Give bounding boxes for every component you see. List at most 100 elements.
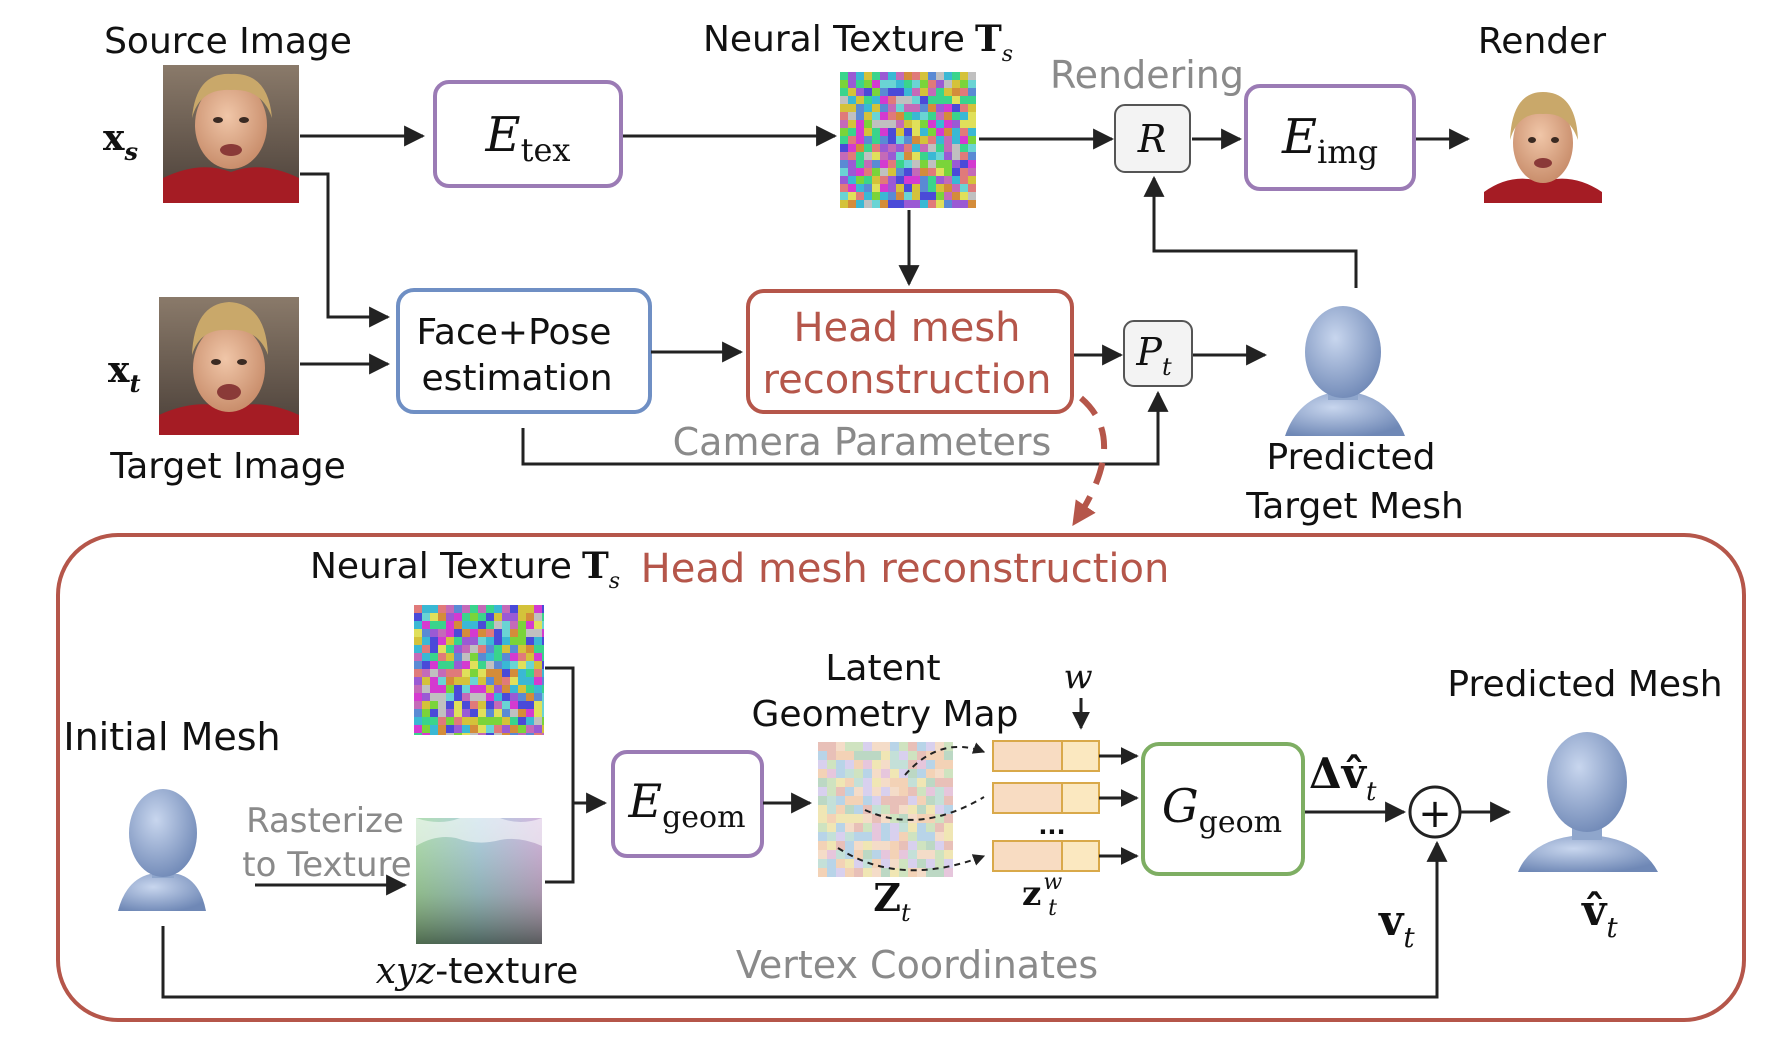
texture-cell xyxy=(836,814,845,823)
eimg-label: Eimg xyxy=(1281,109,1378,171)
predicted-mesh-image xyxy=(1518,732,1658,872)
texture-cell xyxy=(827,760,836,769)
texture-cell xyxy=(840,176,848,184)
texture-cell xyxy=(968,136,976,144)
texture-cell xyxy=(888,160,896,168)
texture-cell xyxy=(920,96,928,104)
texture-cell xyxy=(952,176,960,184)
texture-cell xyxy=(526,613,534,621)
texture-cell xyxy=(486,629,494,637)
texture-cell xyxy=(836,751,845,760)
texture-cell xyxy=(446,733,454,735)
texture-cell xyxy=(904,184,912,192)
texture-cell xyxy=(935,769,944,778)
texture-cell xyxy=(510,725,518,733)
texture-cell xyxy=(912,184,920,192)
texture-cell xyxy=(908,814,917,823)
texture-cell xyxy=(899,859,908,868)
texture-cell xyxy=(936,80,944,88)
texture-cell xyxy=(928,200,936,208)
texture-cell xyxy=(854,841,863,850)
texture-cell xyxy=(542,645,544,653)
texture-cell xyxy=(935,742,944,751)
texture-cell xyxy=(430,621,438,629)
texture-cell xyxy=(896,80,904,88)
projection-box xyxy=(1123,320,1193,387)
texture-cell xyxy=(836,787,845,796)
texture-cell xyxy=(863,796,872,805)
texture-cell xyxy=(920,184,928,192)
texture-cell xyxy=(454,629,462,637)
predicted-target-mesh-image xyxy=(1285,306,1405,436)
etex-label: Etex xyxy=(485,107,571,169)
texture-cell xyxy=(454,613,462,621)
texture-cell xyxy=(470,653,478,661)
texture-cell xyxy=(542,669,544,677)
texture-cell xyxy=(872,742,881,751)
texture-cell xyxy=(880,192,888,200)
texture-cell xyxy=(494,605,502,613)
texture-cell xyxy=(478,669,486,677)
texture-cell xyxy=(542,661,544,669)
source-image-label: Source Image xyxy=(104,21,352,62)
texture-cell xyxy=(518,653,526,661)
texture-cell xyxy=(888,152,896,160)
texture-cell xyxy=(818,868,827,877)
texture-cell xyxy=(899,823,908,832)
texture-cell xyxy=(912,136,920,144)
texture-cell xyxy=(470,645,478,653)
rasterize-line1: Rasterize xyxy=(246,801,404,841)
texture-cell xyxy=(944,160,952,168)
texture-cell xyxy=(446,725,454,733)
texture-cell xyxy=(864,184,872,192)
texture-cell xyxy=(840,184,848,192)
texture-cell xyxy=(908,841,917,850)
texture-cell xyxy=(935,814,944,823)
texture-cell xyxy=(936,104,944,112)
texture-cell xyxy=(896,112,904,120)
texture-cell xyxy=(854,859,863,868)
texture-cell xyxy=(462,637,470,645)
texture-cell xyxy=(920,192,928,200)
renderer-box xyxy=(1114,104,1191,173)
texture-cell xyxy=(438,661,446,669)
texture-cell xyxy=(968,128,976,136)
texture-cell xyxy=(960,80,968,88)
texture-cell xyxy=(818,814,827,823)
texture-cell xyxy=(818,796,827,805)
texture-cell xyxy=(486,661,494,669)
texture-cell xyxy=(534,605,542,613)
texture-cell xyxy=(928,192,936,200)
v-symbol: vt xyxy=(1378,896,1415,954)
render-label: Render xyxy=(1478,21,1606,62)
texture-cell xyxy=(526,653,534,661)
texture-cell xyxy=(534,613,542,621)
texture-cell xyxy=(888,96,896,104)
texture-cell xyxy=(872,104,880,112)
texture-cell xyxy=(899,796,908,805)
texture-cell xyxy=(944,200,952,208)
texture-cell xyxy=(526,685,534,693)
texture-cell xyxy=(960,136,968,144)
latent-sampling-arrows xyxy=(837,742,986,872)
texture-cell xyxy=(534,725,542,733)
texture-cell xyxy=(534,677,542,685)
texture-cell xyxy=(944,184,952,192)
texture-cell xyxy=(896,192,904,200)
texture-cell xyxy=(908,796,917,805)
texture-cell xyxy=(534,693,542,701)
ggeom-generator-box xyxy=(1141,742,1305,876)
texture-cell xyxy=(827,850,836,859)
texture-cell xyxy=(414,661,422,669)
texture-cell xyxy=(908,760,917,769)
texture-cell xyxy=(502,677,510,685)
texture-cell xyxy=(872,787,881,796)
texture-cell xyxy=(518,629,526,637)
texture-cell xyxy=(510,661,518,669)
texture-cell xyxy=(908,769,917,778)
texture-cell xyxy=(888,88,896,96)
texture-cell xyxy=(502,629,510,637)
bracket-inputs xyxy=(545,666,575,884)
latent-vector-3 xyxy=(992,840,1100,872)
